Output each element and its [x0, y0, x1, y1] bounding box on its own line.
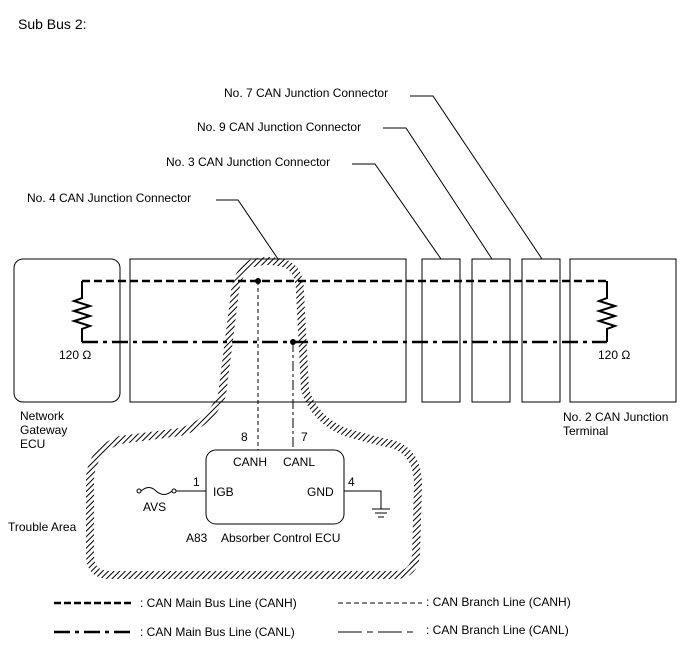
avs-right-terminal — [171, 488, 177, 494]
absorber-control-ecu-box — [205, 449, 345, 525]
terminal-label-line1: No. 2 CAN Junction — [563, 410, 669, 424]
legend-main-canh-label: : CAN Main Bus Line (CANH) — [140, 596, 297, 610]
terminal-resistor-value: 120 Ω — [598, 348, 631, 362]
pin-gnd-number: 4 — [348, 475, 355, 489]
gateway-ecu-box — [13, 258, 121, 403]
pin-canl-number: 7 — [301, 430, 308, 444]
leader-no3 — [352, 163, 442, 260]
pin-igb-number: 1 — [193, 475, 200, 489]
no7-connector-label: No. 7 CAN Junction Connector — [224, 86, 389, 100]
leader-no7 — [410, 95, 543, 260]
canh-pin-label: CANH — [233, 455, 268, 469]
no9-connector-label: No. 9 CAN Junction Connector — [197, 120, 362, 134]
avs-left-terminal — [136, 488, 142, 494]
legend-branch-canl-label: : CAN Branch Line (CANL) — [426, 623, 569, 637]
gateway-resistor — [70, 281, 94, 342]
no4-connector-label: No. 4 CAN Junction Connector — [27, 191, 192, 205]
trouble-area-outline — [86, 257, 423, 579]
no9-junction-connector-box — [471, 258, 511, 403]
page-title: Sub Bus 2: — [18, 16, 87, 32]
leader-no9 — [383, 127, 493, 260]
legend-branch-canh-label: : CAN Branch Line (CANH) — [426, 595, 571, 609]
avs-label: AVS — [143, 500, 167, 514]
gnd-pin-label: GND — [307, 485, 334, 499]
terminal-resistor — [595, 281, 619, 342]
no2-junction-terminal-box — [569, 258, 677, 403]
ecu-name: Absorber Control ECU — [221, 531, 341, 545]
no7-junction-connector-box — [521, 258, 561, 403]
gateway-label-line1: Network — [20, 409, 65, 423]
gateway-resistor-value: 120 Ω — [59, 348, 92, 362]
canl-pin-label: CANL — [283, 455, 316, 469]
terminal-label-line2: Terminal — [563, 424, 609, 438]
ecu-code: A83 — [186, 531, 208, 545]
igb-pin-label: IGB — [213, 485, 234, 499]
gateway-label-line2: Gateway — [20, 423, 68, 437]
fuse-icon — [140, 487, 173, 495]
leader-no4 — [216, 199, 279, 260]
legend-main-canl-label: : CAN Main Bus Line (CANL) — [140, 625, 295, 639]
gnd-wire — [344, 490, 382, 509]
trouble-area-label: Trouble Area — [8, 520, 77, 534]
gateway-label-line3: ECU — [20, 437, 46, 451]
no3-connector-label: No. 3 CAN Junction Connector — [166, 155, 331, 169]
no4-junction-connector-box — [129, 258, 407, 403]
pin-canh-number: 8 — [241, 430, 248, 444]
